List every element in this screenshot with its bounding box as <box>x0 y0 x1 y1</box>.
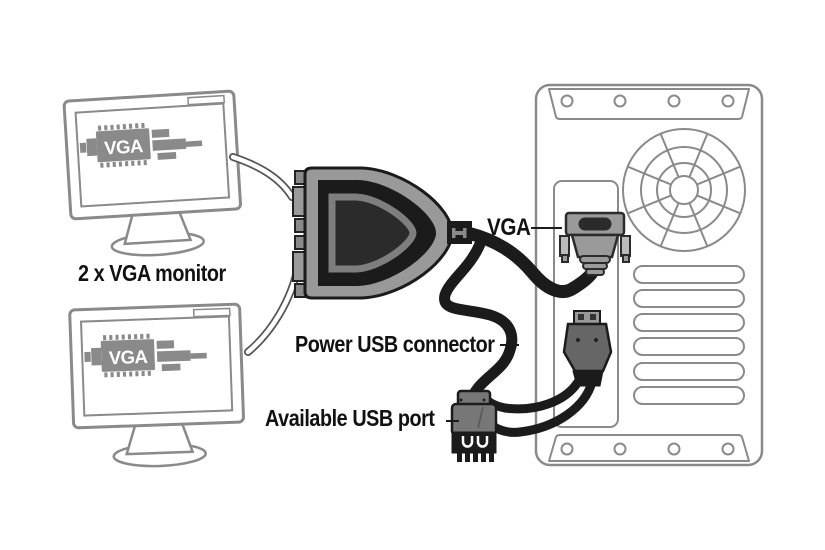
monitor-1-screen <box>74 102 231 208</box>
available-usb-label: Available USB port <box>265 405 435 431</box>
vga-badge-icon: VGA <box>84 333 207 378</box>
power-usb-tip <box>573 310 601 325</box>
cable-to-usb <box>439 238 518 404</box>
monitor-2-cable <box>244 263 302 356</box>
vga-connector-body <box>570 233 620 259</box>
monitor-cables <box>229 153 302 356</box>
usb-port-opening <box>451 431 497 454</box>
monitor-2-sticker <box>192 307 231 318</box>
monitor-1-sticker <box>187 94 226 106</box>
power-usb-plug <box>562 310 613 387</box>
power-usb-label: Power USB connector <box>295 331 495 357</box>
splitter-device <box>292 166 472 300</box>
vent-slots <box>633 265 745 405</box>
pc-bottom-strip <box>548 434 750 462</box>
vga-connector-socket <box>578 217 612 231</box>
monitor-count-label: 2 x VGA monitor <box>78 260 226 286</box>
vga-connector <box>559 211 631 276</box>
splitter-center <box>328 193 417 273</box>
vga-badge-icon: VGA <box>79 122 203 168</box>
fan-grille-icon <box>622 128 746 252</box>
usb-port-body <box>450 402 498 437</box>
cable-to-vga <box>461 226 600 298</box>
leader-lines <box>446 227 562 422</box>
pc-top-strip <box>548 88 750 120</box>
monitor-2: VGA <box>68 302 245 468</box>
monitor-2-vga-text: VGA <box>108 346 147 368</box>
power-usb-boot <box>572 370 604 387</box>
pc-top-screw-holes <box>560 94 735 108</box>
monitor-1-vga-text: VGA <box>104 135 144 158</box>
available-usb-port-connector <box>450 389 498 462</box>
usb-port-pins <box>457 452 494 462</box>
pc-bottom-screw-holes <box>560 442 735 456</box>
monitor-1: VGA <box>62 89 242 257</box>
vga-port-label: VGA <box>487 214 531 241</box>
splitter-strain-relief <box>447 221 472 244</box>
monitor-1-cable <box>229 153 296 201</box>
power-usb-body <box>562 322 613 373</box>
